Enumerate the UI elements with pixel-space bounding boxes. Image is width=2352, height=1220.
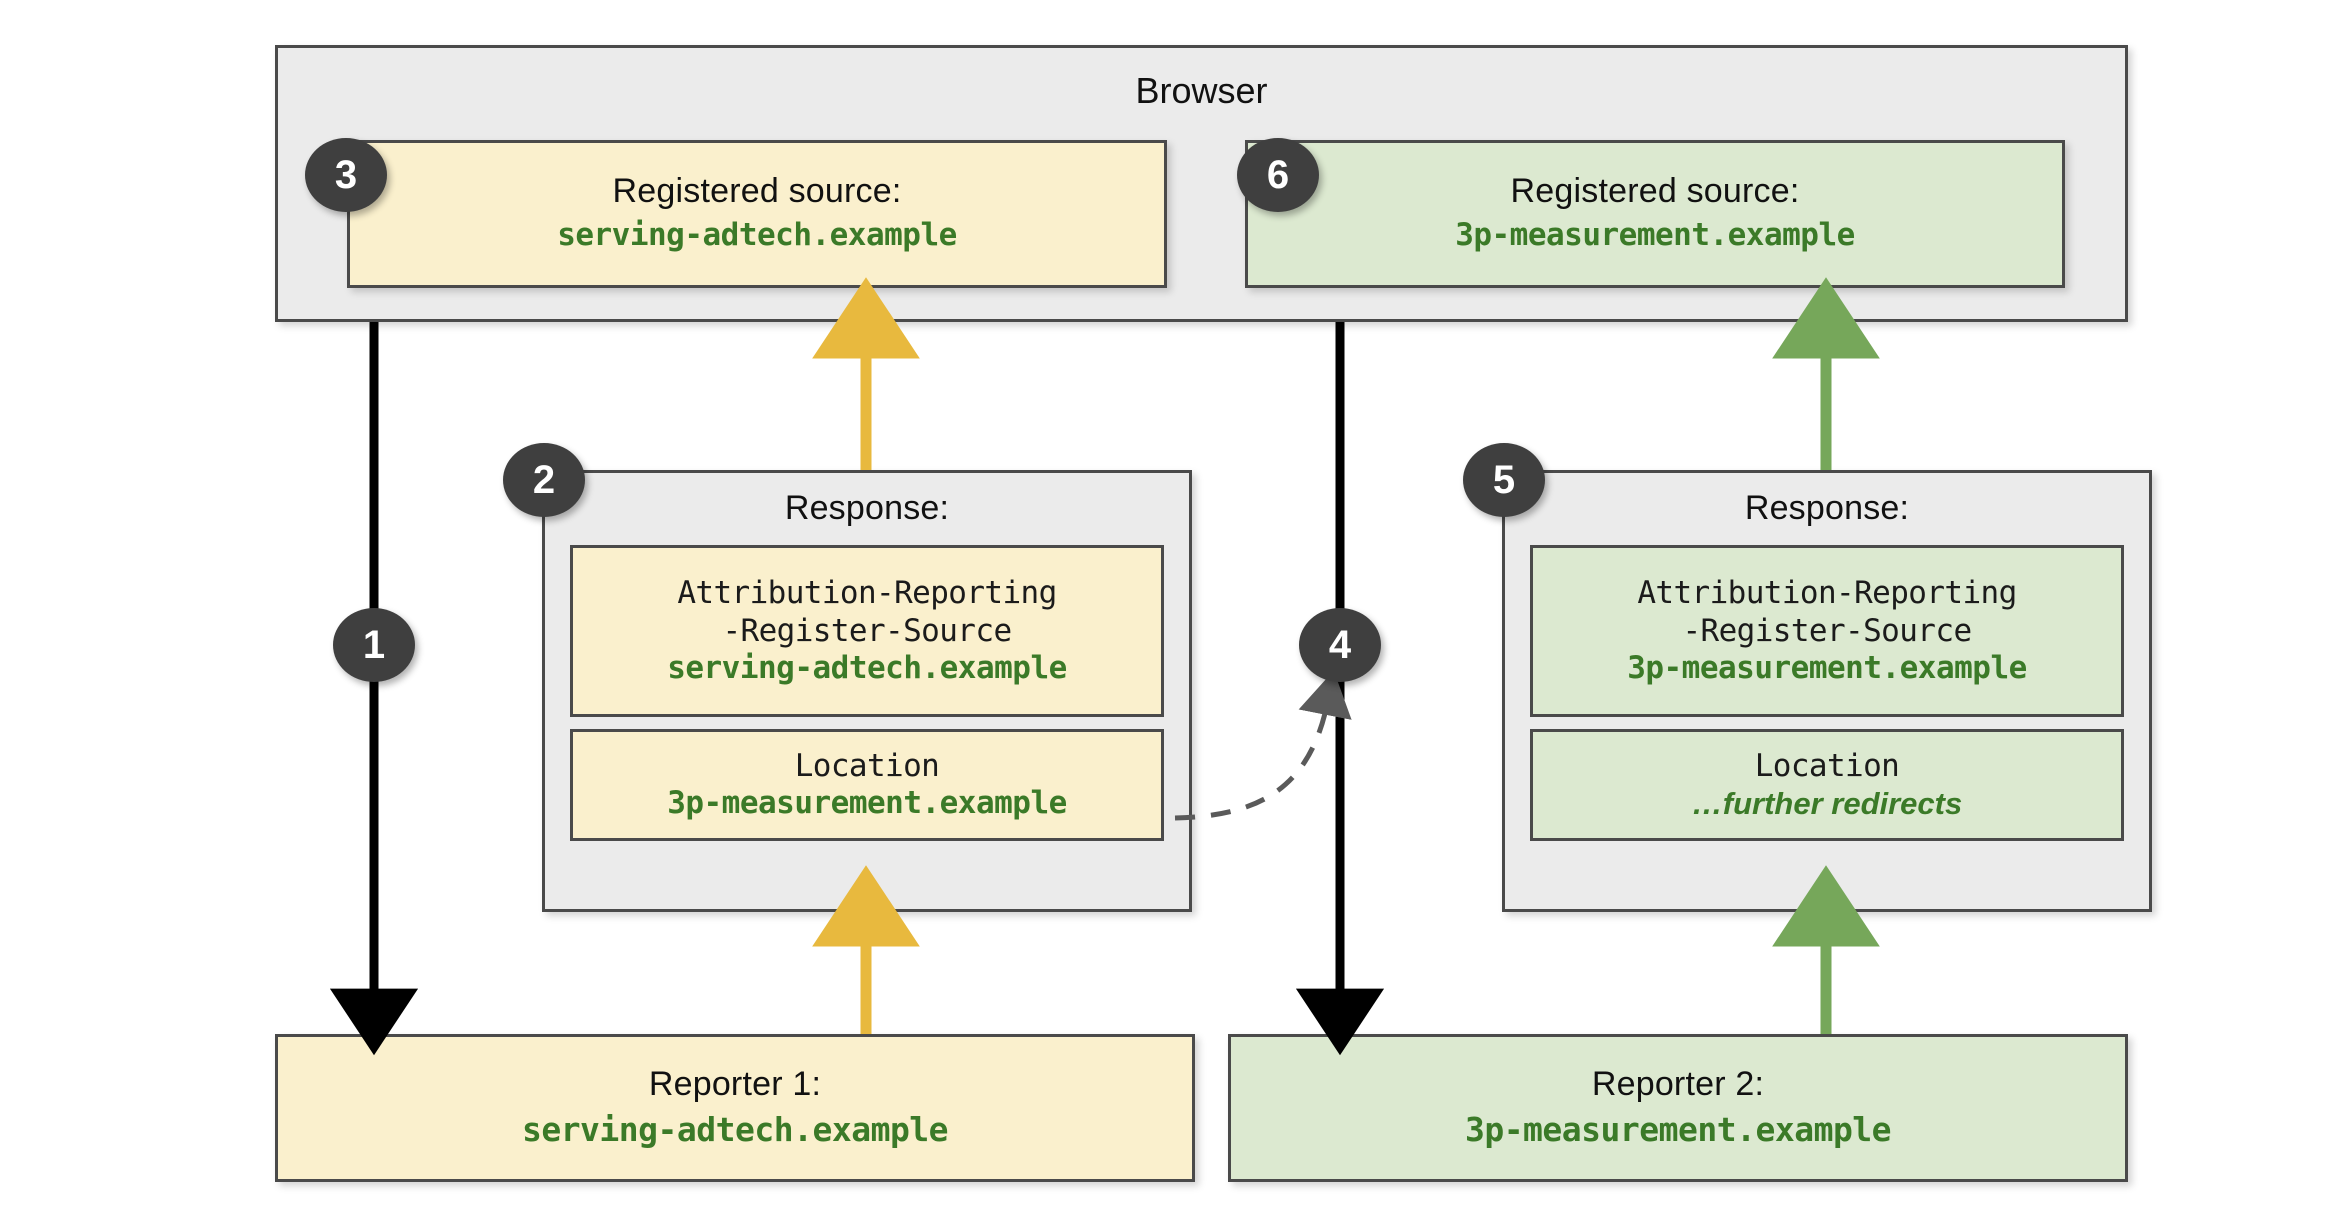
response-left-row-1-value: 3p-measurement.example bbox=[667, 784, 1067, 821]
step-badge-4: 4 bbox=[1299, 608, 1381, 682]
response-left-row-0-header-line2: -Register-Source bbox=[722, 612, 1012, 649]
response-left-row-1-header-line1: Location bbox=[794, 747, 940, 784]
arrow-redirect-dashed bbox=[1174, 670, 1352, 821]
response-left-title: Response: bbox=[784, 489, 950, 527]
reporter-2-title: Reporter 2: bbox=[1591, 1065, 1765, 1104]
step-badge-1: 1 bbox=[333, 608, 415, 682]
response-right-row-1-header-line1: Location bbox=[1754, 747, 1900, 784]
response-right-row-0-header-line1: Attribution-Reporting bbox=[1637, 575, 2017, 612]
reporter-1-title: Reporter 1: bbox=[648, 1065, 822, 1104]
reporter-1-value: serving-adtech.example bbox=[521, 1109, 949, 1149]
step-badge-6: 6 bbox=[1237, 138, 1319, 212]
response-right-row-0-value: 3p-measurement.example bbox=[1627, 649, 2027, 686]
response-right-row-1: Location …further redirects bbox=[1530, 728, 2124, 841]
response-panel-right: Response: Attribution-Reporting -Registe… bbox=[1502, 470, 2152, 912]
reporter-1-box: Reporter 1: serving-adtech.example bbox=[275, 1034, 1195, 1182]
response-right-row-1-value: …further redirects bbox=[1691, 785, 1963, 821]
response-left-row-0: Attribution-Reporting -Register-Source s… bbox=[570, 544, 1164, 717]
registered-source-right: Registered source: 3p-measurement.exampl… bbox=[1245, 140, 2065, 288]
reporter-2-box: Reporter 2: 3p-measurement.example bbox=[1228, 1034, 2128, 1182]
response-right-title: Response: bbox=[1744, 489, 1910, 527]
response-right-row-0: Attribution-Reporting -Register-Source 3… bbox=[1530, 544, 2124, 717]
step-badge-3: 3 bbox=[305, 138, 387, 212]
reporter-2-value: 3p-measurement.example bbox=[1464, 1109, 1892, 1149]
registered-source-right-value: 3p-measurement.example bbox=[1455, 217, 1855, 254]
browser-title: Browser bbox=[1135, 70, 1268, 111]
registered-source-right-title: Registered source: bbox=[1510, 172, 1800, 211]
response-left-row-0-header-line1: Attribution-Reporting bbox=[677, 575, 1057, 612]
step-badge-2: 2 bbox=[503, 443, 585, 517]
response-panel-left: Response: Attribution-Reporting -Registe… bbox=[542, 470, 1192, 912]
response-left-row-1: Location 3p-measurement.example bbox=[570, 728, 1164, 841]
registered-source-left: Registered source: serving-adtech.exampl… bbox=[347, 140, 1167, 288]
registered-source-left-title: Registered source: bbox=[612, 172, 902, 211]
response-left-row-0-value: serving-adtech.example bbox=[667, 649, 1067, 686]
registered-source-left-value: serving-adtech.example bbox=[557, 217, 957, 254]
response-right-row-0-header-line2: -Register-Source bbox=[1682, 612, 1972, 649]
step-badge-5: 5 bbox=[1463, 443, 1545, 517]
